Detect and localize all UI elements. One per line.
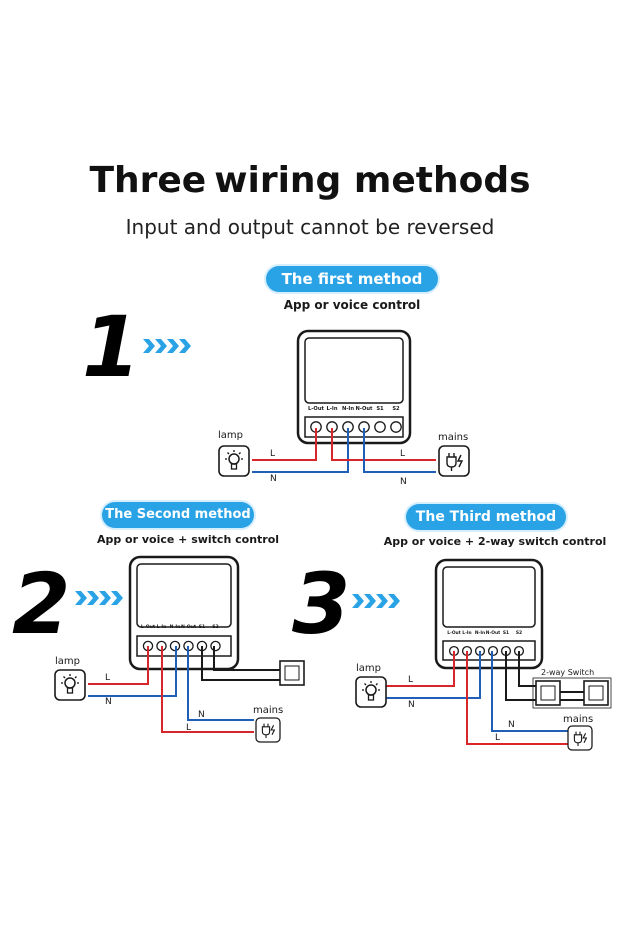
- method-1-wire-n-left: N: [270, 474, 277, 484]
- method-2-mains-label: mains: [253, 705, 283, 716]
- method-3-lamp-icon: [355, 676, 387, 708]
- method-1-lamp-label: lamp: [218, 430, 243, 441]
- method-1-wire-l-right: L: [400, 449, 405, 459]
- method-2-arrow: [75, 591, 123, 605]
- method-3-caption: App or voice + 2-way switch control: [383, 535, 607, 548]
- method-1-terminal-label: N-Out: [355, 406, 373, 412]
- method-3-wire-n-left: N: [408, 700, 415, 710]
- method-1-wire-n-right: N: [400, 477, 407, 487]
- method-3-switch-label: 2-way Switch: [541, 668, 594, 677]
- method-3-wire-l-left: L: [408, 675, 413, 685]
- method-1-terminal-label: L-In: [326, 406, 337, 412]
- method-2-wire-n-left: N: [105, 697, 112, 707]
- method-3-wires: [384, 651, 584, 745]
- method-3-arrow: [352, 594, 400, 608]
- method-2-number: 2: [12, 555, 71, 653]
- method-2-wire-n-right: N: [198, 710, 205, 720]
- method-2-wire-l-left: L: [105, 673, 110, 683]
- method-3-terminal-label: N-In: [475, 630, 485, 636]
- method-2-heading: The Second method: [102, 502, 254, 528]
- method-1-terminal-screw: [374, 421, 386, 433]
- method-3-lamp-label: lamp: [356, 663, 381, 674]
- method-1-wires: [252, 428, 436, 473]
- method-2-mains-icon: [255, 717, 281, 743]
- method-1-lamp-icon: [218, 445, 250, 477]
- page-subtitle: Input and output cannot be reversed: [125, 215, 495, 239]
- method-2-terminal-label: L-Out: [141, 624, 156, 630]
- method-3-mains-label: mains: [563, 714, 593, 725]
- method-3-mains-icon: [567, 725, 593, 751]
- method-3-2way-switch: [532, 677, 612, 709]
- method-2-switch: [279, 660, 305, 686]
- method-1-heading: The first method: [266, 266, 438, 292]
- method-1-terminal-screw: [390, 421, 402, 433]
- method-2-lamp-icon: [54, 669, 86, 701]
- method-2-terminal-label: S1: [199, 624, 206, 630]
- method-1-terminal-label: S1: [376, 406, 384, 412]
- method-2-caption: App or voice + switch control: [96, 533, 280, 546]
- method-1-wire-l-left: L: [270, 449, 275, 459]
- method-1-terminal-label: L-Out: [308, 406, 325, 412]
- method-3-terminal-label: L-In: [462, 630, 471, 636]
- method-3-terminal-label: L-Out: [447, 630, 461, 636]
- method-1-terminal-label: N-In: [342, 406, 354, 412]
- method-3-terminal-label: S1: [503, 630, 509, 636]
- method-3-terminal-label: S2: [516, 630, 522, 636]
- method-2-wire-l-right: L: [186, 723, 191, 733]
- method-2-terminal-screw: [210, 640, 221, 652]
- method-2-terminal-label: S2: [212, 624, 219, 630]
- method-2-wires: [88, 646, 282, 733]
- method-3-number: 3: [292, 555, 351, 653]
- method-1-terminal-label: S2: [392, 406, 400, 412]
- method-1-mains-icon: [438, 445, 470, 477]
- page-title-part2: wiring methods: [214, 160, 531, 201]
- page-title-part1: Three: [89, 160, 207, 201]
- method-3-wire-l-right: L: [495, 733, 500, 743]
- method-3-heading: The Third method: [406, 504, 566, 530]
- method-2-terminal-label: N-In: [170, 624, 181, 630]
- method-3-wire-n-right: N: [508, 720, 515, 730]
- method-1-arrow: [143, 339, 191, 353]
- method-2-terminal-label: N-Out: [181, 624, 197, 630]
- method-1-number: 1: [82, 298, 141, 396]
- method-1-mains-label: mains: [438, 432, 468, 443]
- method-1-caption: App or voice control: [283, 298, 421, 312]
- method-3-terminal-label: N-Out: [486, 630, 500, 636]
- method-2-terminal-label: L-In: [157, 624, 167, 630]
- method-2-lamp-label: lamp: [55, 656, 80, 667]
